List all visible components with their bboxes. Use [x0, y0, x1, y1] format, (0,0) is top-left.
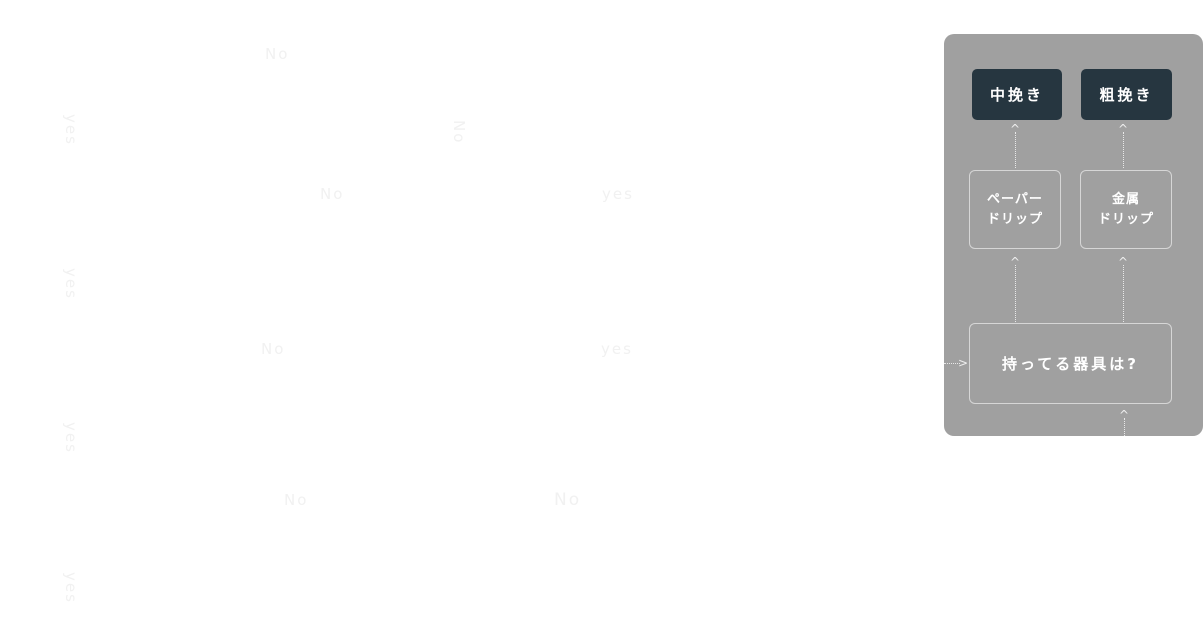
result-label: 中挽き: [989, 86, 1044, 104]
result-medium-grind: 中挽き: [972, 69, 1062, 120]
arrow-up-icon: ^: [1118, 255, 1129, 269]
result-coarse-grind: 粗挽き: [1081, 69, 1172, 120]
question-label: 持ってる器具は?: [1002, 354, 1139, 373]
flow-label-no: No: [284, 491, 309, 509]
flow-label-no: No: [261, 340, 286, 358]
connector-line: [1015, 132, 1016, 168]
flow-label-yes: yes: [62, 572, 80, 604]
paper-drip-node: ペーパードリップ: [969, 170, 1061, 249]
flow-label-no: No: [554, 490, 582, 510]
arrow-up-icon: ^: [1010, 255, 1021, 269]
arrow-up-icon: ^: [1118, 122, 1129, 136]
flow-label-no: No: [450, 120, 468, 145]
connector-line: [944, 363, 960, 364]
metal-drip-node: 金属ドリップ: [1080, 170, 1172, 249]
flow-label-no: No: [265, 45, 290, 63]
connector-line: [1015, 265, 1016, 322]
node-label: 金属: [1111, 191, 1140, 207]
flow-label-yes: yes: [62, 114, 80, 146]
flow-label-no: No: [320, 185, 345, 203]
arrow-up-icon: ^: [1010, 122, 1021, 136]
connector-line: [1123, 265, 1124, 322]
equipment-question-node: 持ってる器具は?: [969, 323, 1172, 404]
connector-line: [1123, 132, 1124, 168]
arrow-up-icon: ^: [1119, 408, 1130, 422]
flow-label-yes: yes: [602, 185, 634, 203]
node-label: ペーパー: [987, 191, 1043, 207]
flow-label-yes: yes: [62, 268, 80, 300]
connector-line: [1124, 418, 1125, 436]
flow-label-yes: yes: [601, 340, 633, 358]
node-label: ドリップ: [986, 211, 1043, 227]
node-label: ドリップ: [1097, 211, 1154, 227]
arrow-right-icon: >: [958, 356, 969, 370]
result-label: 粗挽き: [1099, 86, 1154, 104]
flow-label-yes: yes: [62, 422, 80, 454]
